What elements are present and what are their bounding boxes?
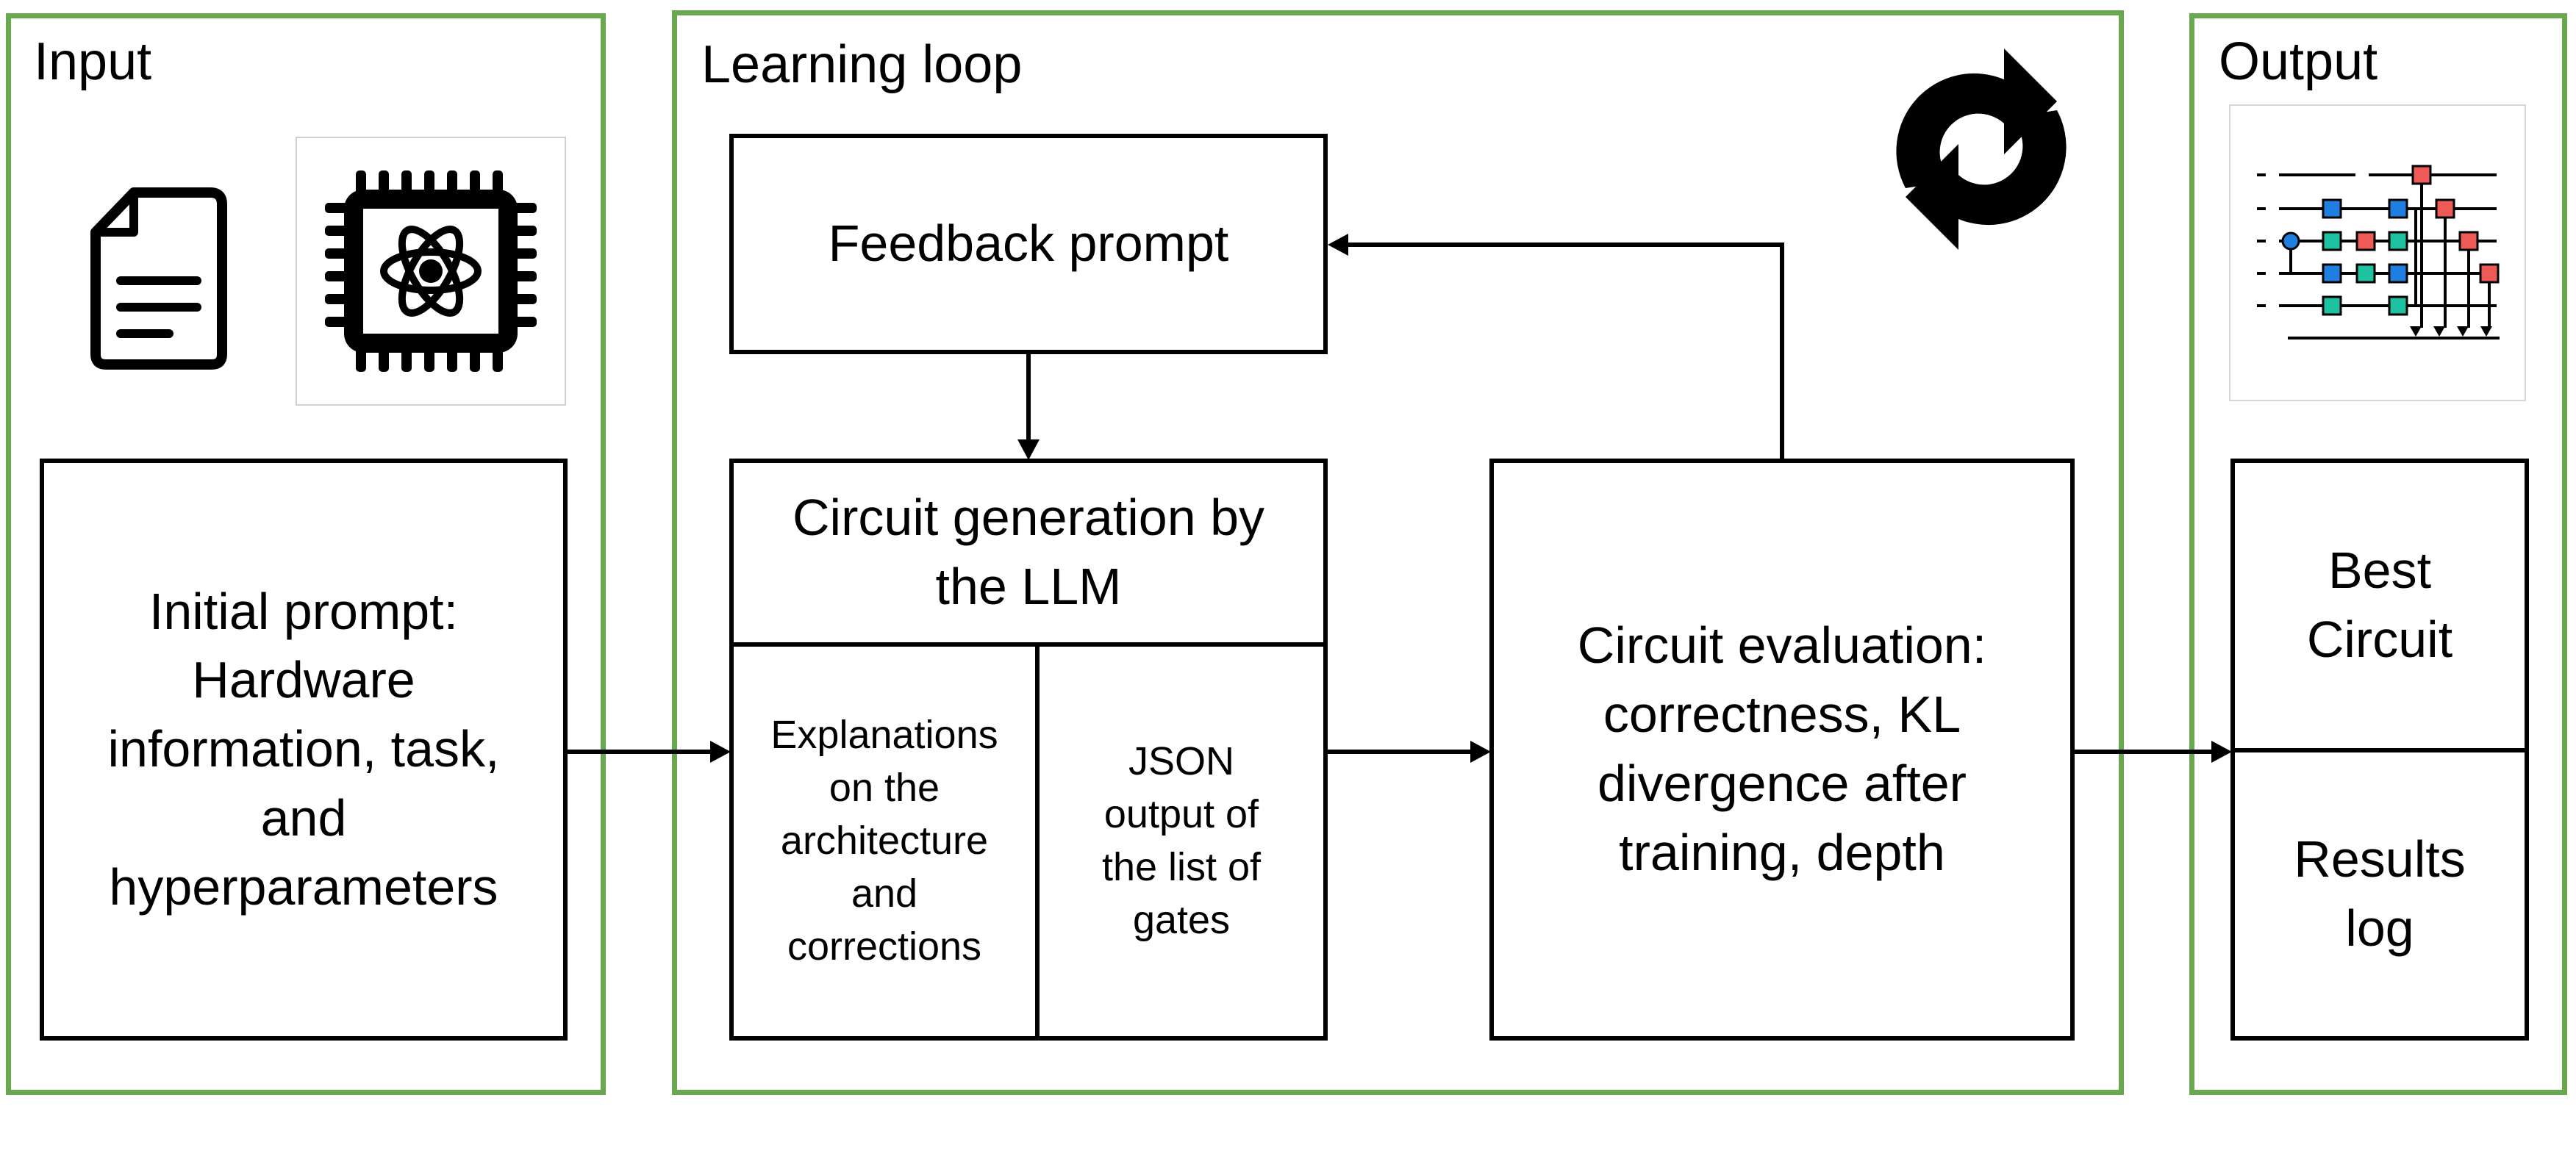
arrow-evaluation-to-output-head [2211, 741, 2232, 763]
document-icon [90, 187, 227, 370]
circuit-generation-text: Circuit generation by the LLM [793, 489, 1264, 615]
arrow-evaluation-to-feedback-head [1328, 234, 1348, 256]
arrow-input-to-generation-line [568, 750, 715, 754]
arrow-generation-to-evaluation-head [1470, 741, 1491, 763]
arrow-generation-to-evaluation-line [1328, 750, 1475, 754]
feedback-prompt-box: Feedback prompt [729, 134, 1328, 354]
arrow-evaluation-to-feedback-vertical [1780, 242, 1784, 459]
initial-prompt-text: Initial prompt: Hardware information, ta… [107, 582, 500, 916]
output-panel [2189, 13, 2567, 1095]
explanations-text: Explanations on the architecture and cor… [770, 713, 998, 969]
quantum-chip-icon [296, 137, 566, 406]
explanations-box: Explanations on the architecture and cor… [729, 642, 1040, 1041]
refresh-cycle-icon [1896, 48, 2067, 250]
arrow-feedback-to-generation-head [1017, 439, 1040, 460]
learning-loop-panel [672, 10, 2124, 1095]
best-circuit-box: Best Circuit [2230, 459, 2529, 752]
arrow-input-to-generation-head [710, 741, 731, 763]
json-output-box: JSON output of the list of gates [1035, 642, 1328, 1041]
feedback-prompt-text: Feedback prompt [828, 215, 1229, 273]
output-panel-title: Output [2219, 32, 2378, 91]
arrow-feedback-to-generation-line [1026, 354, 1031, 442]
circuit-generation-box: Circuit generation by the LLM [729, 459, 1328, 647]
learning-loop-panel-title: Learning loop [701, 35, 1023, 94]
results-log-box: Results log [2230, 748, 2529, 1041]
json-output-text: JSON output of the list of gates [1101, 739, 1262, 942]
quantum-circuit-icon [2229, 104, 2526, 401]
best-circuit-text: Best Circuit [2306, 542, 2453, 668]
arrow-evaluation-to-feedback-horizontal [1342, 242, 1784, 247]
circuit-evaluation-box: Circuit evaluation: correctness, KL dive… [1489, 459, 2075, 1041]
input-panel-title: Input [34, 32, 152, 91]
input-panel [6, 13, 606, 1095]
results-log-text: Results log [2294, 830, 2466, 957]
initial-prompt-box: Initial prompt: Hardware information, ta… [40, 459, 568, 1041]
arrow-evaluation-to-output-line [2075, 750, 2216, 754]
circuit-evaluation-text: Circuit evaluation: correctness, KL dive… [1577, 617, 1987, 881]
